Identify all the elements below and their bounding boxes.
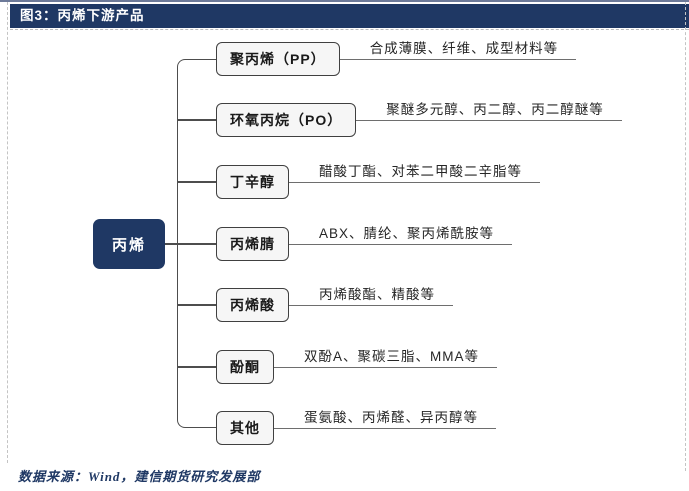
root-node-label: 丙烯: [111, 236, 146, 254]
branch-node: 丙烯酸: [216, 288, 289, 322]
figure-title: 图3：丙烯下游产品: [20, 8, 145, 23]
branch-row: 环氧丙烷（PO） 聚醚多元醇、丙二醇、丙二醇醚等: [216, 102, 622, 137]
branch-row: 丁辛醇 醋酸丁酯、对苯二甲酸二辛脂等: [216, 164, 540, 199]
data-source-note: 数据来源：Wind，建信期货研究发展部: [18, 469, 261, 484]
branch-row: 其他 蛋氨酸、丙烯醛、异丙醇等: [216, 410, 496, 445]
branch-products: ABX、腈纶、聚丙烯酰胺等: [289, 226, 513, 245]
branch-products: 双酚A、聚碳三脂、MMA等: [274, 349, 497, 368]
branch-row: 丙烯腈 ABX、腈纶、聚丙烯酰胺等: [216, 226, 513, 261]
branch-products: 聚醚多元醇、丙二醇、丙二醇醚等: [356, 102, 622, 121]
branch-connector-line: [177, 119, 216, 121]
branch-connector-line: [177, 181, 216, 183]
root-connector-line: [164, 243, 216, 245]
branch-products: 丙烯酸酯、精酸等: [289, 287, 453, 306]
flowchart-canvas: 丙烯 聚丙烯（PP） 合成薄膜、纤维、成型材料等 环氧丙烷（PO） 聚醚多元醇、…: [0, 30, 689, 460]
top-rule: [0, 0, 689, 2]
branch-node: 丁辛醇: [216, 165, 289, 199]
branch-row: 丙烯酸 丙烯酸酯、精酸等: [216, 287, 453, 322]
right-frame-border: [685, 2, 686, 471]
left-frame-border: [7, 2, 8, 463]
branch-connector-line: [177, 366, 216, 368]
branch-node: 其他: [216, 411, 274, 445]
branch-node: 丙烯腈: [216, 227, 289, 261]
branch-products: 合成薄膜、纤维、成型材料等: [339, 41, 577, 60]
branch-node: 聚丙烯（PP）: [216, 42, 340, 76]
title-divider: [10, 29, 689, 30]
branch-products: 蛋氨酸、丙烯醛、异丙醇等: [274, 410, 496, 429]
root-node-propylene: 丙烯: [93, 219, 165, 269]
branch-row: 酚酮 双酚A、聚碳三脂、MMA等: [216, 349, 497, 384]
branch-node: 环氧丙烷（PO）: [216, 103, 357, 137]
branch-products: 醋酸丁酯、对苯二甲酸二辛脂等: [289, 164, 540, 183]
branch-node: 酚酮: [216, 350, 274, 384]
branch-row: 聚丙烯（PP） 合成薄膜、纤维、成型材料等: [216, 41, 577, 76]
figure-title-bar: 图3：丙烯下游产品: [10, 4, 689, 28]
branch-connector-line: [177, 304, 216, 306]
branch-spine-line: [177, 59, 216, 428]
